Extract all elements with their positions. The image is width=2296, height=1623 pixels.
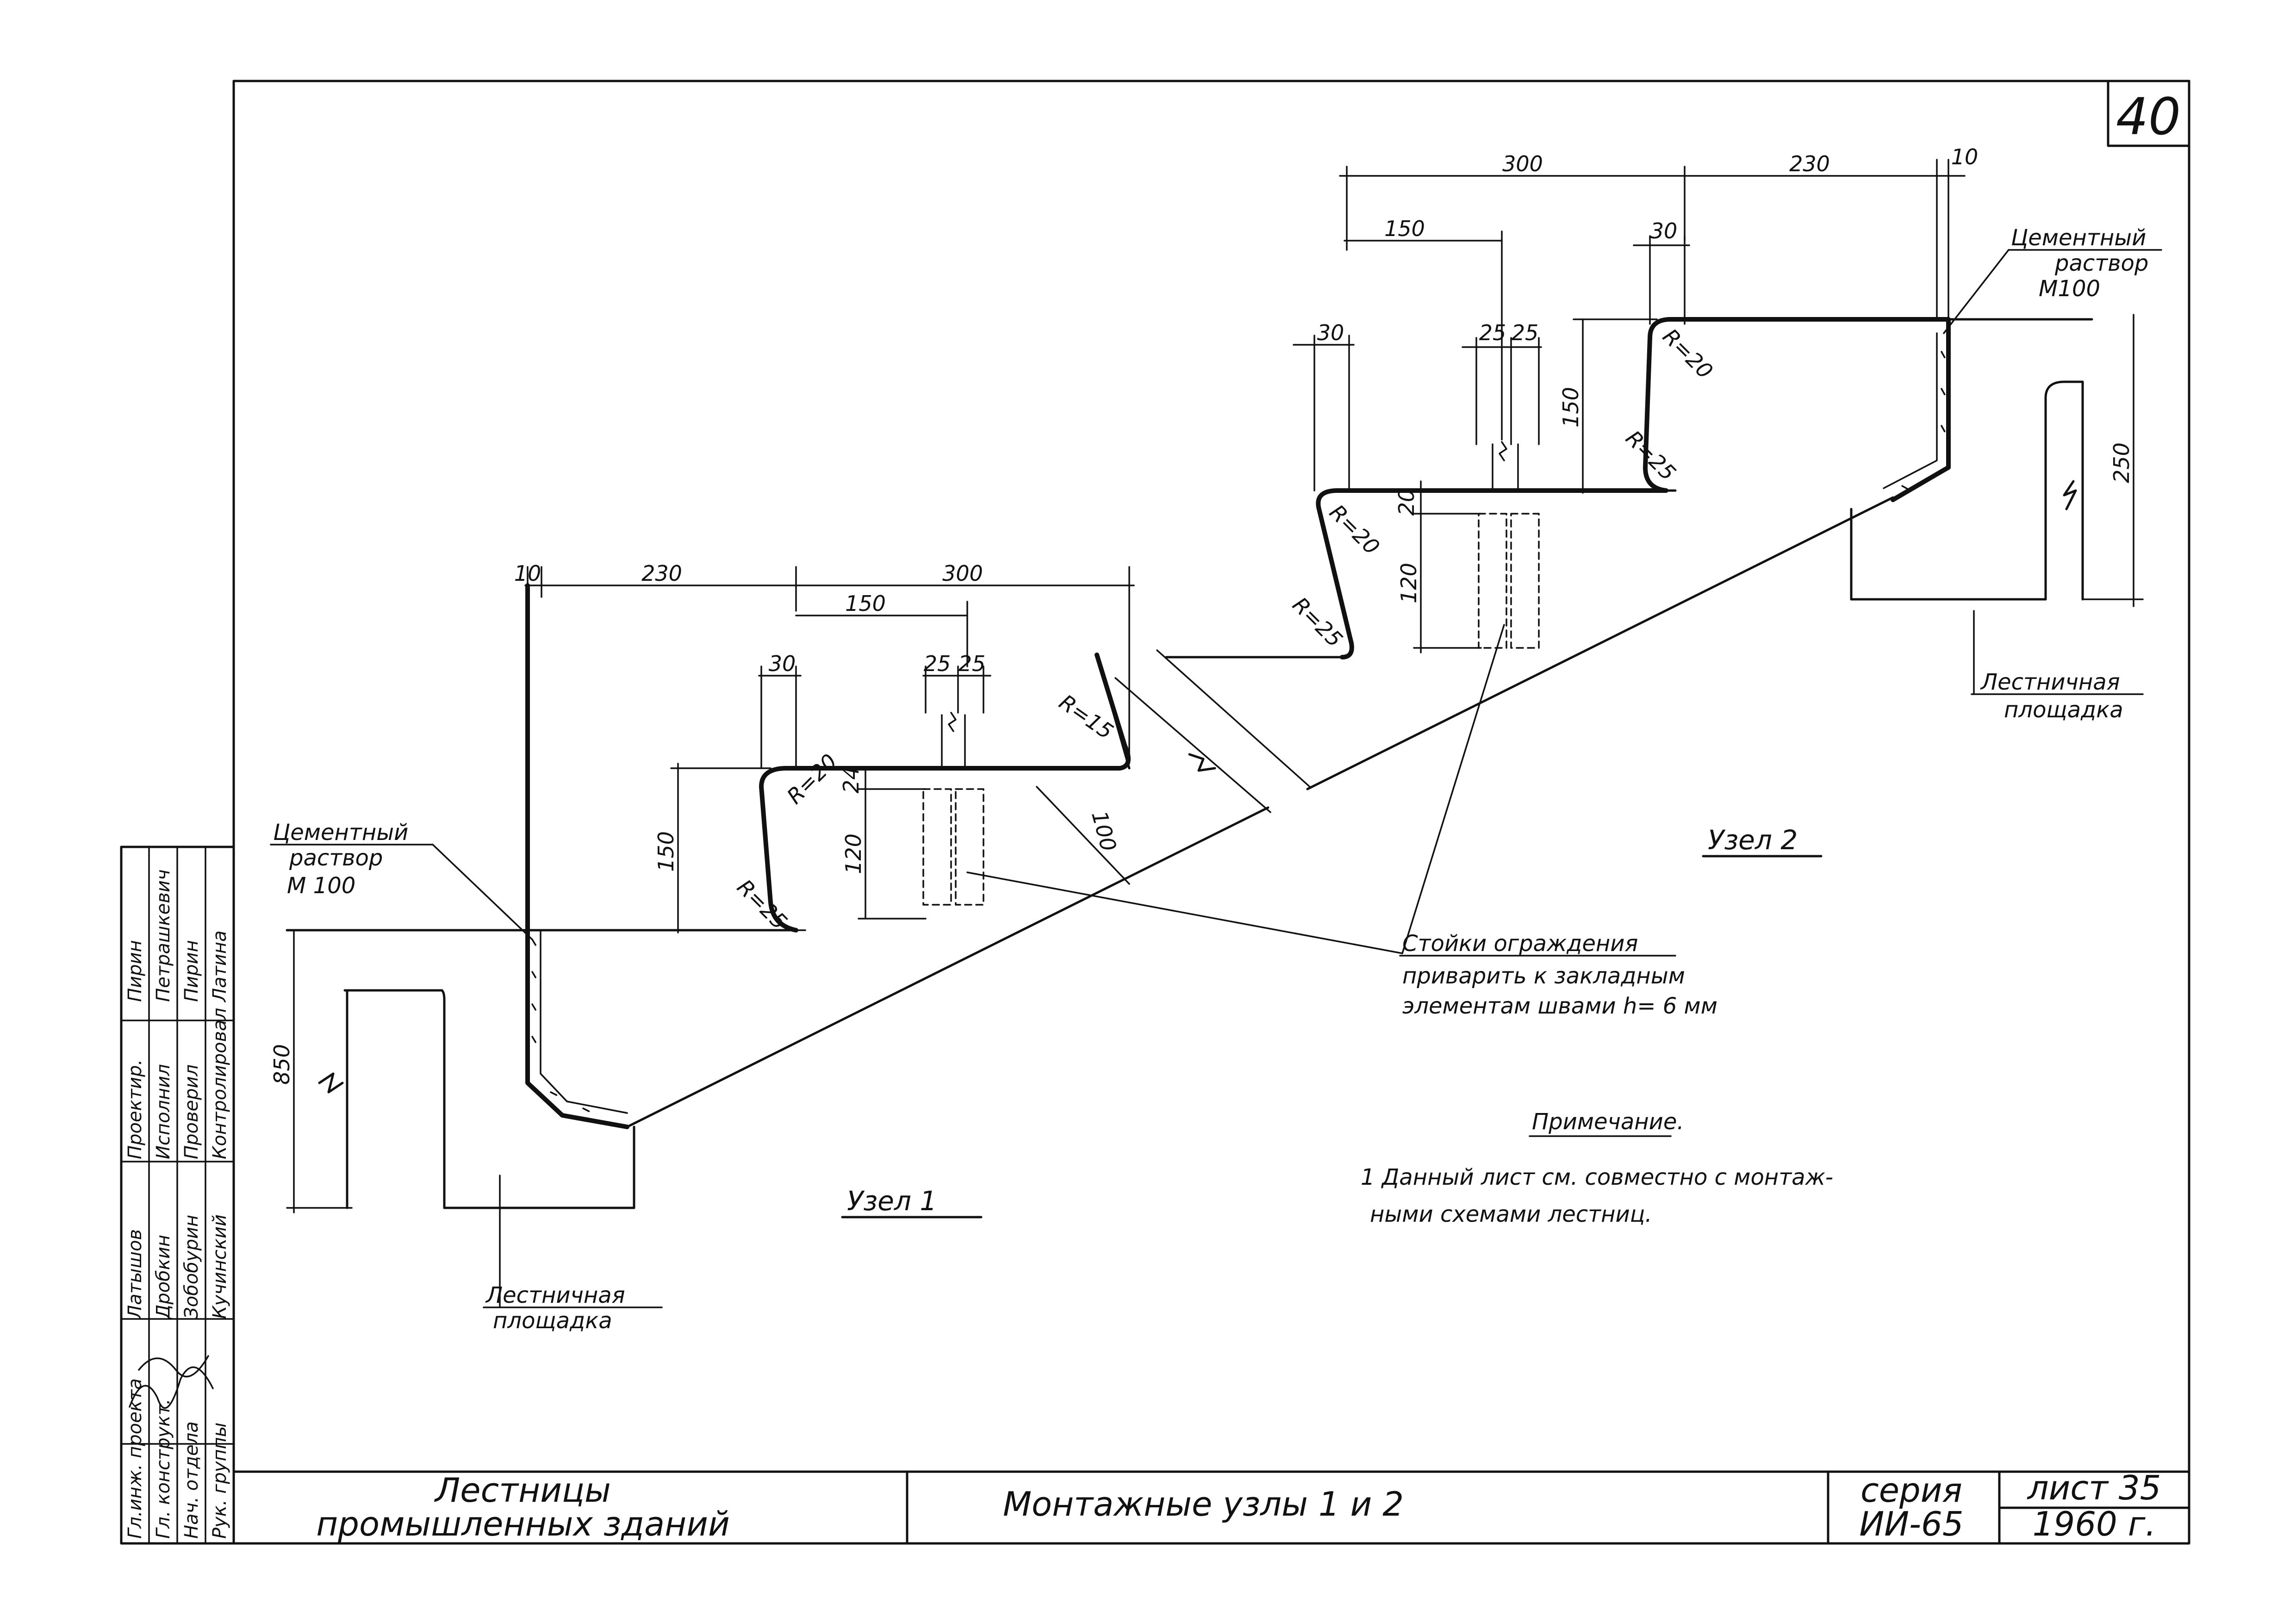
n2-r20b: R=20	[1658, 324, 1717, 384]
n2-dim-25b: 25	[1512, 320, 1539, 345]
note-block: Примечание. 1 Данный лист см. совместно …	[1361, 1109, 1833, 1227]
posts-note-3: элементам швами h= 6 мм	[1402, 993, 1717, 1019]
n1-r20: R=20	[782, 749, 842, 808]
title-left-1: Лестницы	[434, 1471, 611, 1510]
n2-mortar-2: раствор	[2054, 250, 2148, 276]
n1-mortar-3: М 100	[287, 873, 355, 899]
posts-note-2: приварить к закладным	[1402, 963, 1685, 989]
sheet-number: 40	[2116, 87, 2181, 146]
stamp-name-2: Дробкин	[153, 1235, 174, 1320]
stamp-role2-1: Проектир.	[124, 1059, 146, 1159]
n2-r25a: R=25	[1288, 592, 1347, 652]
n1-dim-300: 300	[942, 561, 983, 586]
n2-dim-25a: 25	[1479, 320, 1506, 345]
stamp-name2-2: Петрашкевич	[153, 870, 174, 1002]
n2-dim-250: 250	[2109, 442, 2134, 483]
n2-mortar-3: М100	[2039, 276, 2100, 302]
n2-dim-150: 150	[1384, 216, 1425, 241]
stamp-role2-4: Контролировал	[209, 1008, 230, 1159]
n1-dim-150: 150	[845, 591, 886, 616]
n1-dim-25a: 25	[924, 651, 951, 676]
node2-labels: Цементный раствор М100 Лестничная площад…	[1702, 225, 2162, 858]
stamp-role-4: Рук. группы	[209, 1423, 230, 1539]
n2-title: Узел 2	[1708, 824, 1798, 856]
stair-underside	[626, 496, 1894, 1128]
n2-landing-2: площадка	[2004, 697, 2123, 723]
stamp-role-1: Гл.инж. проекта	[124, 1378, 146, 1539]
posts-note-1: Стойки ограждения	[1402, 931, 1638, 957]
series-line1: серия	[1860, 1471, 1962, 1510]
series-line2: ИИ-65	[1859, 1505, 1963, 1543]
n1-dim-850: 850	[269, 1044, 294, 1085]
stamp-role-2: Гл. конструкт.	[153, 1399, 174, 1539]
title-center: Монтажные узлы 1 и 2	[1003, 1485, 1404, 1524]
sheet-frame	[232, 80, 2190, 1545]
n1-dim-24: 24	[839, 766, 864, 794]
n2-dim-300: 300	[1502, 151, 1543, 176]
n1-landing-2: площадка	[493, 1308, 612, 1334]
n2-dim-10: 10	[1951, 144, 1979, 169]
n2-dim-230: 230	[1789, 151, 1830, 176]
n2-dim-20: 20	[1394, 489, 1419, 516]
n1-dim-25b: 25	[958, 651, 986, 676]
title-left-2: промышленных зданий	[316, 1505, 730, 1543]
n1-landing-1: Лестничная	[485, 1282, 625, 1308]
n2-dim-30b: 30	[1317, 320, 1344, 345]
stamp-name-3: Зобобурин	[181, 1215, 202, 1319]
stamp-name2-3: Пирин	[181, 940, 202, 1002]
n1-dim-30: 30	[769, 651, 796, 676]
stamp-role2-2: Исполнил	[153, 1064, 174, 1159]
n1-mortar-2: раствор	[289, 845, 383, 871]
note-line1: 1 Данный лист см. совместно с монтаж-	[1361, 1164, 1833, 1190]
stamp-name-1: Латышов	[124, 1229, 146, 1320]
n2-landing-1: Лестничная	[1980, 669, 2120, 695]
note-title: Примечание.	[1532, 1109, 1684, 1135]
node1-labels: Цементный раствор М 100 Лестничная площа…	[270, 820, 983, 1334]
n1-dim-100: 100	[1087, 808, 1121, 854]
node2-dimensions: 300 230 10 150 30 30 25 25 150 20 120 25…	[1288, 144, 2144, 653]
n1-dim-120: 120	[841, 833, 866, 874]
n2-dim-120: 120	[1396, 563, 1421, 603]
n1-mortar-1: Цементный	[273, 820, 408, 846]
stamp-role2-3: Проверил	[181, 1064, 202, 1159]
n2-mortar-1: Цементный	[2011, 225, 2146, 251]
stamp-name2-4: Латина	[209, 930, 230, 1003]
sheet-label: лист 35	[2027, 1468, 2161, 1507]
stamp-role-3: Нач. отдела	[181, 1421, 202, 1539]
n2-r25b: R=25	[1621, 426, 1680, 485]
stamp-name2-1: Пирин	[124, 940, 146, 1002]
n1-r25: R=25	[732, 875, 792, 934]
node2-geometry	[1165, 317, 2093, 659]
node1-dimensions: 10 230 300 150 30 25 25 150 24 120 850 1…	[269, 561, 1135, 1213]
node1-geometry	[286, 583, 1131, 1209]
n1-dim-150v: 150	[653, 831, 678, 872]
n1-dim-10: 10	[514, 561, 541, 586]
n1-dim-230: 230	[641, 561, 682, 586]
n1-title: Узел 1	[847, 1185, 937, 1217]
year: 1960 г.	[2033, 1505, 2156, 1543]
sheet-number-box: 40	[2107, 80, 2190, 147]
side-stamp: Гл.инж. проекта Латышов Проектир. Пирин …	[120, 846, 235, 1545]
note-line2: ными схемами лестниц.	[1370, 1201, 1652, 1227]
n2-dim-30a: 30	[1650, 218, 1678, 243]
posts-note: Стойки ограждения приварить к закладным …	[966, 624, 1717, 1019]
signature-scribble	[129, 1355, 214, 1409]
n2-dim-150v: 150	[1558, 387, 1583, 428]
stamp-name-4: Кучинский	[209, 1214, 230, 1319]
n2-r20a: R=20	[1325, 500, 1384, 560]
